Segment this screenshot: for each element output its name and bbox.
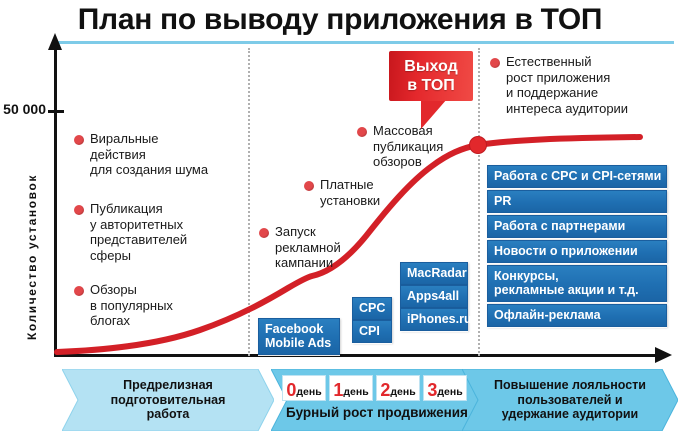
- blue-box-pr[interactable]: PR: [487, 190, 667, 213]
- x-axis-arrow-icon: [655, 347, 672, 363]
- day-unit: день: [390, 386, 416, 398]
- bullet-dot-icon: [490, 58, 500, 68]
- callout-text: Платные установки: [320, 177, 381, 208]
- blue-box-iphones-ru[interactable]: iPhones.ru: [400, 308, 472, 331]
- phase-shape: [62, 369, 274, 431]
- day-chip-0: 0день: [282, 375, 326, 401]
- phase-banner-pre-release[interactable]: Предрелизная подготовительная работа: [62, 369, 274, 431]
- bullet-dot-icon: [357, 127, 367, 137]
- blue-box-facebook-mobile-ads[interactable]: Facebook Mobile Ads: [258, 318, 340, 355]
- day-number: 2: [380, 380, 391, 400]
- callout-text: Виральные действия для создания шума: [90, 131, 209, 177]
- blue-box-contests[interactable]: Конкурсы, рекламные акции и т.д.: [487, 265, 667, 302]
- blue-box-offline-ads[interactable]: Офлайн-реклама: [487, 304, 667, 327]
- day-number: 0: [286, 380, 297, 400]
- title-divider: [52, 41, 674, 44]
- day-unit: день: [437, 386, 463, 398]
- phase-shape: [462, 369, 678, 431]
- blue-box-app-news[interactable]: Новости о приложении: [487, 240, 667, 263]
- day-number: 1: [333, 380, 344, 400]
- y-axis-arrow-icon: [48, 33, 62, 50]
- bullet-dot-icon: [74, 205, 84, 215]
- y-axis-tick: [48, 110, 64, 113]
- callout-text: Обзоры в популярных блогах: [90, 282, 173, 328]
- callout-text: Запуск рекламной кампании: [275, 224, 341, 270]
- top-badge-pointer-icon: [421, 99, 447, 129]
- day-chip-2: 2день: [376, 375, 420, 401]
- phase-divider-2: [478, 48, 480, 356]
- callout-text: Массовая публикация обзоров: [373, 123, 444, 169]
- day-unit: день: [296, 386, 322, 398]
- y-axis-tick-label: 50 000: [3, 101, 46, 117]
- phase-banner-rapid-growth[interactable]: 0день 1день 2день 3день Бурный рост прод…: [271, 369, 483, 431]
- day-unit: день: [343, 386, 369, 398]
- blue-box-cpc-cpi-networks[interactable]: Работа с CPC и CPI-сетями: [487, 165, 667, 188]
- blue-box-macradar[interactable]: MacRadar: [400, 262, 468, 285]
- day-chip-3: 3день: [423, 375, 467, 401]
- bullet-dot-icon: [74, 135, 84, 145]
- blue-box-apps4all[interactable]: Apps4all: [400, 285, 468, 308]
- blue-box-partners[interactable]: Работа с партнерами: [487, 215, 667, 238]
- phase-label: Бурный рост продвижения: [286, 405, 468, 420]
- phase-label: Предрелизная подготовительная работа: [110, 378, 226, 421]
- callout-text: Публикация у авторитетных представителей…: [90, 201, 188, 263]
- phase-label: Повышение лояльности пользователей и уде…: [494, 378, 646, 421]
- bullet-dot-icon: [74, 286, 84, 296]
- page-title: План по выводу приложения в ТОП: [77, 3, 603, 36]
- bullet-dot-icon: [259, 228, 269, 238]
- day-number: 3: [427, 380, 438, 400]
- blue-box-cpc[interactable]: CPC: [352, 297, 392, 320]
- y-axis: [54, 48, 57, 356]
- day-chip-1: 1день: [329, 375, 373, 401]
- phase-divider-1: [248, 48, 250, 356]
- y-axis-title: Количество установок: [25, 174, 39, 341]
- exit-to-top-badge: Выход в ТОП: [389, 51, 473, 101]
- blue-box-cpi[interactable]: CPI: [352, 320, 392, 343]
- x-axis: [54, 354, 662, 357]
- callout-text: Естественный рост приложения и поддержан…: [506, 54, 629, 116]
- phase-banner-loyalty[interactable]: Повышение лояльности пользователей и уде…: [462, 369, 678, 431]
- bullet-dot-icon: [304, 181, 314, 191]
